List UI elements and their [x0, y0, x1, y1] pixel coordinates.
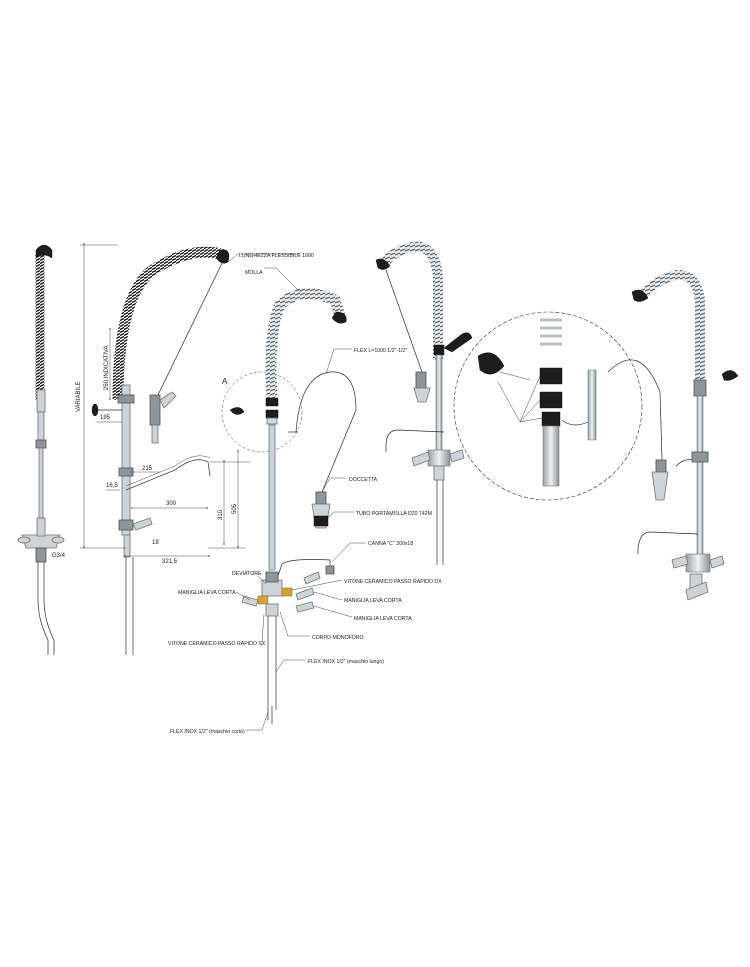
- side-view: G3/4: [17, 244, 66, 655]
- label-spout: CANNA "C" 300x18: [368, 541, 413, 547]
- exploded-view: A: [168, 253, 442, 735]
- label-diverter: DEVIATORE: [232, 571, 262, 577]
- label-spring-tube: TUBO PORTAMOLLA D20 742M: [356, 511, 432, 517]
- detail-circle-a: [221, 371, 303, 453]
- dim-variable: VARIABILE: [76, 381, 82, 412]
- dim-18: 18: [152, 540, 159, 546]
- label-shower: DOCCETTA: [349, 477, 378, 483]
- isometric-view: [607, 270, 739, 601]
- label-body: CORPO MONOFORO: [312, 635, 364, 641]
- dim-300: 300: [166, 501, 177, 507]
- dim-indicative: 250 INDICATIVA: [104, 346, 110, 390]
- assembly-view: [375, 241, 473, 565]
- dim-505: 505: [232, 503, 238, 514]
- label-short-lever-left: MANIGLIA LEVA CORTA: [178, 590, 236, 596]
- dim-165: 16,5: [106, 483, 118, 489]
- label-hose-length: LUNGHEZZA FLESSIBILE 1000: [239, 253, 314, 259]
- label-ceramic-left: VITONE CERAMICO PASSO RAPIDO SX: [168, 641, 266, 647]
- label-spring: MOLLA: [245, 270, 263, 276]
- dim-215: 215: [142, 466, 153, 472]
- dim-3215: 321,5: [162, 559, 178, 565]
- detail-a-enlargement: [453, 311, 643, 501]
- dim-thread: G3/4: [52, 553, 66, 559]
- label-short-lever-1: MANIGLIA LEVA CORTA: [344, 598, 402, 604]
- dim-310: 310: [218, 509, 224, 520]
- dimensioned-view: VARIABILE 250 INDICATIVA 195 215 16,5 30…: [76, 243, 250, 655]
- label-flex-short: FLEX INOX 1/2" (maschio corto): [170, 729, 245, 735]
- label-short-lever-2: MANIGLIA LEVA CORTA: [354, 616, 412, 622]
- label-flex-long: FLEX INOX 1/2" (maschio lungo): [308, 659, 384, 665]
- label-ceramic-right: VITONE CERAMICO PASSO RAPIDO DX: [344, 579, 442, 585]
- dim-195: 195: [100, 415, 111, 421]
- label-flex-hose: FLEX L=1000 1/2"-1/2": [354, 348, 407, 354]
- detail-marker-a: A: [222, 377, 228, 386]
